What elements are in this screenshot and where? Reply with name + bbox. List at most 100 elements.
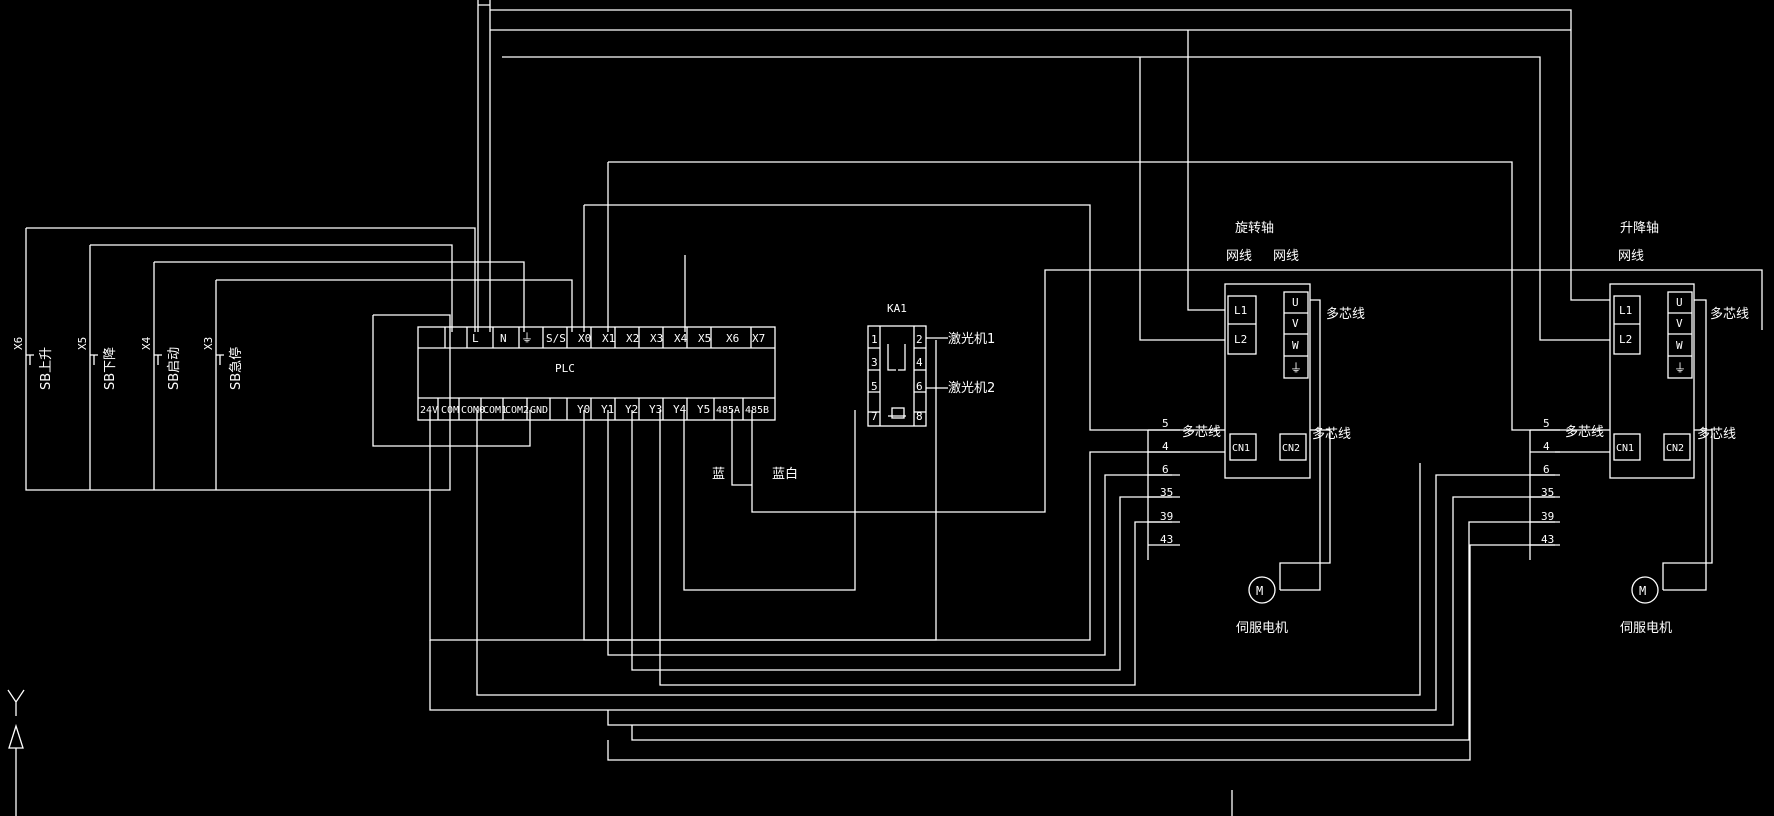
- motor-lift-label: 伺服电机: [1620, 621, 1672, 636]
- plc-bot-y1: Y1: [601, 403, 614, 416]
- relay-pin-8: 8: [916, 410, 923, 423]
- switch-sb-up-label: SB上升: [39, 347, 54, 390]
- drive-rotary-v: V: [1292, 317, 1299, 330]
- plc-bot-y2: Y2: [625, 403, 638, 416]
- plc-bot-com: COM: [441, 405, 459, 416]
- drive-lift-pin-5: 5: [1543, 417, 1550, 430]
- motor-rotary-label: 伺服电机: [1236, 621, 1288, 636]
- switch-sb-down-label: SB下降: [103, 347, 118, 390]
- relay-pin-5: 5: [871, 380, 878, 393]
- plc-bot-y3: Y3: [649, 403, 662, 416]
- drive-lift-title: 升降轴: [1620, 221, 1659, 236]
- ground-icon: ⏚: [521, 331, 533, 345]
- drive-lift-pin-39: 39: [1541, 510, 1554, 523]
- drive-lift-net-1: 网线: [1618, 249, 1644, 264]
- relay-laser2-label: 激光机2: [948, 381, 995, 396]
- plc-bot-y5: Y5: [697, 403, 710, 416]
- motor-rotary-icon: [1248, 576, 1276, 604]
- relay-pin-6: 6: [916, 380, 923, 393]
- drive-rotary-title: 旋转轴: [1235, 221, 1274, 236]
- switch-sb-down: X5 SB下降: [76, 337, 118, 390]
- drive-lift-v: V: [1676, 317, 1683, 330]
- drive-rotary-pin-6: 6: [1162, 463, 1169, 476]
- plc-top-x7: X7: [752, 332, 765, 345]
- plc-top-L: L: [472, 332, 479, 345]
- relay-pin-1: 1: [871, 333, 878, 346]
- plc-top-x1: X1: [602, 332, 615, 345]
- drive-lift-pin-43: 43: [1541, 533, 1554, 546]
- switch-sb-up: X6 SB上升: [12, 337, 54, 390]
- drive-rotary-pin-39: 39: [1160, 510, 1173, 523]
- switch-sb-up-input: X6: [12, 337, 25, 350]
- rs485-a-label: 蓝: [712, 467, 725, 482]
- drive-lift-motor-cable: 多芯线: [1710, 306, 1749, 322]
- drive-lift-cn2: CN2: [1666, 443, 1684, 454]
- drive-rotary: 旋转轴 网线 网线 L1 L2 U V W ⏚ 多芯线 CN1 CN2 多芯线 …: [1147, 221, 1365, 636]
- relay-pin-4: 4: [916, 356, 923, 369]
- drive-lift-w: W: [1676, 339, 1683, 352]
- plc-module: PLC L N ⏚ S/S X0 X1 X2 X3 X4 X5 X6 X7 24…: [417, 326, 776, 421]
- drive-lift-pe-icon: ⏚: [1674, 361, 1686, 375]
- plc-top-N: N: [500, 332, 507, 345]
- drive-lift: 升降轴 网线 L1 L2 U V W ⏚ 多芯线 CN1 CN2 多芯线 多芯线…: [1529, 221, 1749, 636]
- plc-bot-gnd: GND: [530, 405, 548, 416]
- switch-sb-start-input: X4: [140, 336, 153, 350]
- relay-laser1-label: 激光机1: [948, 332, 995, 347]
- switch-sb-down-input: X5: [76, 337, 89, 350]
- relay-pin-7: 7: [871, 410, 878, 423]
- drive-lift-cn1: CN1: [1616, 443, 1634, 454]
- plc-bot-com1: COM1: [483, 405, 507, 416]
- plc-bot-485a: 485A: [716, 405, 740, 416]
- plc-bot-com2: COM2: [505, 405, 529, 416]
- plc-top-ss: S/S: [546, 332, 566, 345]
- plc-label: PLC: [555, 362, 575, 375]
- drive-lift-cn1-cable: 多芯线: [1565, 424, 1604, 440]
- drive-rotary-cn2-cable: 多芯线: [1312, 426, 1351, 442]
- plc-bot-y0: Y0: [577, 403, 590, 416]
- switch-sb-start: X4 SB启动: [140, 336, 182, 390]
- drive-lift-l2: L2: [1619, 333, 1632, 346]
- plc-bot-com0: COM0: [461, 405, 485, 416]
- plc-top-x4: X4: [674, 332, 688, 345]
- plc-top-x3: X3: [650, 332, 663, 345]
- drive-rotary-l1: L1: [1234, 304, 1247, 317]
- drive-rotary-l2: L2: [1234, 333, 1247, 346]
- relay-pin-3: 3: [871, 356, 878, 369]
- drive-lift-pin-35: 35: [1541, 486, 1554, 499]
- switch-sb-estop-label: SB急停: [228, 347, 244, 390]
- wires: [25, 0, 1763, 816]
- drive-rotary-pin-5: 5: [1162, 417, 1169, 430]
- motor-lift-symbol: M: [1639, 584, 1646, 598]
- drive-rotary-u: U: [1292, 296, 1299, 309]
- motor-lift-icon: [1631, 576, 1659, 604]
- plc-top-x5: X5: [698, 332, 711, 345]
- drive-rotary-pin-35: 35: [1160, 486, 1173, 499]
- switch-sb-estop: X3 SB急停: [202, 337, 244, 390]
- rs485-b-label: 蓝白: [772, 466, 798, 482]
- plc-bot-24v: 24V: [420, 405, 438, 416]
- plc-top-x6: X6: [726, 332, 739, 345]
- drive-rotary-net-2: 网线: [1273, 249, 1299, 264]
- plc-bot-485b: 485B: [745, 405, 769, 416]
- plc-top-x0: X0: [578, 332, 591, 345]
- drive-lift-u: U: [1676, 296, 1683, 309]
- drive-rotary-pe-icon: ⏚: [1290, 361, 1302, 375]
- switch-sb-start-label: SB启动: [167, 347, 182, 390]
- drive-rotary-cn2: CN2: [1282, 443, 1300, 454]
- drive-rotary-w: W: [1292, 339, 1299, 352]
- switch-sb-estop-input: X3: [202, 337, 215, 350]
- drive-rotary-motor-cable: 多芯线: [1326, 306, 1365, 322]
- drive-rotary-net-1: 网线: [1226, 249, 1252, 264]
- plc-bot-y4: Y4: [673, 403, 687, 416]
- drive-rotary-pin-43: 43: [1160, 533, 1173, 546]
- drive-lift-l1: L1: [1619, 304, 1632, 317]
- relay-ka1: KA1 1 2 3 4 5 6 7 8 激光机1 激光机2: [867, 302, 995, 427]
- drive-lift-pin-6: 6: [1543, 463, 1550, 476]
- drive-lift-cn2-cable: 多芯线: [1697, 426, 1736, 442]
- drive-rotary-cn1-cable: 多芯线: [1182, 424, 1221, 440]
- drive-lift-pin-4: 4: [1543, 440, 1550, 453]
- drive-rotary-pin-4: 4: [1162, 440, 1169, 453]
- drive-rotary-cn1: CN1: [1232, 443, 1250, 454]
- relay-ka1-name: KA1: [887, 302, 907, 315]
